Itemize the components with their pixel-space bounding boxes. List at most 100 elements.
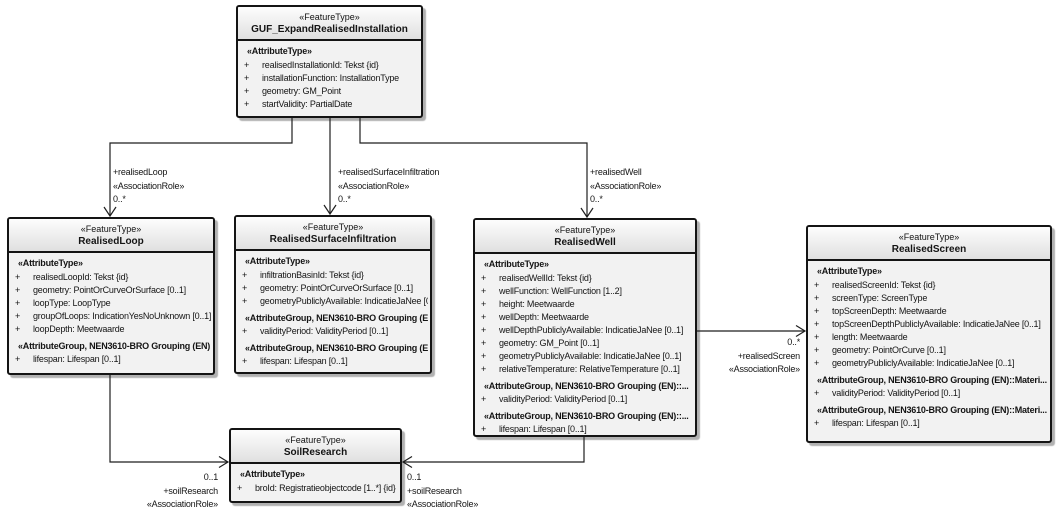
visibility: + <box>15 272 21 282</box>
class-name: GUF_ExpandRealisedInstallation <box>251 24 408 35</box>
attribute-row: +geometry: PointOrCurveOrSurface [0..1] <box>9 284 211 297</box>
class-stereotype: «FeatureType» <box>299 12 360 22</box>
class-name: RealisedLoop <box>78 236 144 247</box>
visibility: + <box>481 394 487 404</box>
attribute-stereotype: «AttributeType» <box>245 256 310 266</box>
class-header: «FeatureType» GUF_ExpandRealisedInstalla… <box>238 7 421 41</box>
arrowhead-surface-infiltration <box>323 204 337 216</box>
visibility: + <box>481 338 487 348</box>
visibility: + <box>814 345 820 355</box>
visibility: + <box>814 319 820 329</box>
attribute-row: +broId: Registratieobjectcode [1..*] {id… <box>231 482 398 495</box>
class-guf-expand-realised-installation[interactable]: «FeatureType» GUF_ExpandRealisedInstalla… <box>236 5 423 118</box>
association-guf-realised-loop[interactable] <box>109 118 293 215</box>
association-multiplicity: 0..* <box>590 194 603 204</box>
attribute-row: +geometryPubliclyAvailable: IndicatieJaN… <box>808 357 1048 370</box>
class-realised-loop[interactable]: «FeatureType» RealisedLoop «AttributeTyp… <box>7 217 215 375</box>
attribute-text: infiltrationBasinId: Tekst {id} <box>260 270 364 280</box>
attribute-row: +geometry: GM_Point <box>238 85 419 98</box>
attribute-row: +screenType: ScreenType <box>808 292 1048 305</box>
attribute-text: topScreenDepth: Meetwaarde <box>832 306 947 316</box>
association-loop-soil-research[interactable] <box>109 375 227 463</box>
arrowhead-realised-well <box>580 207 594 219</box>
attribute-row: + topScreenDepthPubliclyAvailable: Indica… <box>808 318 1048 331</box>
association-label-soil-research-left: 0..1 +soilResearch «AssociationRole» <box>88 471 218 512</box>
visibility: + <box>481 325 487 335</box>
attribute-text: startValidity: PartialDate <box>262 99 353 109</box>
attribute-text: realisedWellId: Tekst {id} <box>499 273 592 283</box>
association-role: +soilResearch <box>163 485 218 496</box>
attribute-text: topScreenDepthPubliclyAvailable: Indicat… <box>832 319 1041 329</box>
attribute-row: +wellFunction: WellFunction [1..2] <box>475 285 693 298</box>
attribute-text: lifespan: Lifespan [0..1] <box>33 354 121 364</box>
association-label-realised-loop: +realisedLoop «AssociationRole» 0..* <box>113 166 184 207</box>
class-stereotype: «FeatureType» <box>898 232 960 242</box>
visibility: + <box>814 332 820 342</box>
association-stereotype: «AssociationRole» <box>113 180 185 191</box>
class-header: «FeatureType» RealisedLoop <box>9 219 213 253</box>
class-soil-research[interactable]: «FeatureType» SoilResearch «AttributeTyp… <box>229 428 402 503</box>
visibility: + <box>481 312 487 322</box>
association-multiplicity: 0..1 <box>203 472 218 482</box>
visibility: + <box>15 324 21 334</box>
class-name: SoilResearch <box>283 447 348 458</box>
class-stereotype: «FeatureType» <box>285 435 346 445</box>
attribute-row: + lifespan: Lifespan [0..1] <box>475 423 693 435</box>
attribute-text: lifespan: Lifespan [0..1] <box>499 424 587 434</box>
attribute-text: geometryPubliclyAvailable: IndicatieJaNe… <box>499 351 682 361</box>
attribute-text: validityPeriod: ValidityPeriod [0..1] <box>260 326 389 336</box>
attribute-text: loopType: LoopType <box>33 298 111 308</box>
attribute-group-stereotype: «AttributeGroup, NEN3610-BRO Grouping (E… <box>484 411 689 421</box>
association-role: +realisedLoop <box>113 167 168 177</box>
arrowhead-soil-research-right <box>401 455 413 469</box>
attribute-row: +geometry: PointOrCurveOrSurface [0..1] <box>236 282 428 295</box>
attribute-text: realisedInstallationId: Tekst {id} <box>262 60 379 70</box>
attribute-text: validityPeriod: ValidityPeriod [0..1] <box>499 394 628 404</box>
association-role: +soilResearch <box>407 485 462 496</box>
visibility: + <box>814 306 820 316</box>
attribute-row: +height: Meetwaarde <box>475 298 693 311</box>
attribute-stereotype: «AttributeType» <box>240 469 305 479</box>
visibility: + <box>244 60 250 70</box>
attribute-row: +geometryPubliclyAvailable: IndicatieJaN… <box>475 350 693 363</box>
association-guf-realised-well[interactable] <box>359 118 588 216</box>
arrowhead-realised-loop <box>103 206 117 218</box>
attribute-text: lifespan: Lifespan [0..1] <box>832 418 920 428</box>
visibility: + <box>242 296 248 306</box>
attribute-text: geometry: GM_Point <box>262 86 341 96</box>
association-label-realised-screen: 0..* +realisedScreen «AssociationRole» <box>670 336 800 377</box>
attribute-group-stereotype: «AttributeGroup, NEN3610-BRO Grouping (E… <box>817 405 1047 415</box>
association-well-soil-research[interactable] <box>404 437 585 463</box>
visibility: + <box>244 99 250 109</box>
class-name: RealisedSurfaceInfiltration <box>269 234 397 245</box>
class-realised-surface-infiltration[interactable]: «FeatureType» RealisedSurfaceInfiltratio… <box>234 215 432 374</box>
attribute-text: height: Meetwaarde <box>499 299 575 309</box>
attribute-row: + startValidity: PartialDate <box>238 98 419 111</box>
class-header: «FeatureType» RealisedWell <box>475 220 695 254</box>
attribute-text: geometryPubliclyAvailable: IndicatieJaNe… <box>260 296 428 306</box>
association-role: +realisedSurfaceInfiltration <box>338 167 440 177</box>
attribute-stereotype: «AttributeType» <box>247 46 312 56</box>
attribute-text: length: Meetwaarde <box>832 332 908 342</box>
class-realised-screen[interactable]: «FeatureType» RealisedScreen «AttributeT… <box>806 225 1052 443</box>
attribute-row: +wellDepth: Meetwaarde <box>475 311 693 324</box>
association-label-soil-research-right: 0..1 +soilResearch «AssociationRole» <box>407 471 478 512</box>
attribute-row: +loopDepth: Meetwaarde <box>9 323 211 336</box>
attribute-group-stereotype: «AttributeGroup, NEN3610-BRO Grouping (E… <box>245 343 428 353</box>
attribute-row: + realisedInstallationId: Tekst {id} <box>238 59 419 72</box>
association-stereotype: «AssociationRole» <box>338 180 410 191</box>
attribute-text: realisedScreenId: Tekst {id} <box>832 280 936 290</box>
class-realised-well[interactable]: «FeatureType» RealisedWell «AttributeTyp… <box>473 218 697 437</box>
attribute-group-stereotype: «AttributeGroup, NEN3610-BRO Grouping (E… <box>817 375 1047 385</box>
arrowhead-realised-screen <box>795 324 807 338</box>
visibility: + <box>481 424 487 434</box>
attribute-row: + length: Meetwaarde <box>808 331 1048 344</box>
attribute-stereotype: «AttributeType» <box>18 258 83 268</box>
attribute-text: screenType: ScreenType <box>832 293 928 303</box>
association-stereotype: «AssociationRole» <box>590 180 662 191</box>
visibility: + <box>244 73 250 83</box>
attribute-group-stereotype: «AttributeGroup, NEN3610-BRO Grouping (E… <box>18 341 211 351</box>
association-multiplicity: 0..* <box>113 194 126 204</box>
visibility: + <box>242 326 248 336</box>
attribute-text: validityPeriod: ValidityPeriod [0..1] <box>832 388 961 398</box>
